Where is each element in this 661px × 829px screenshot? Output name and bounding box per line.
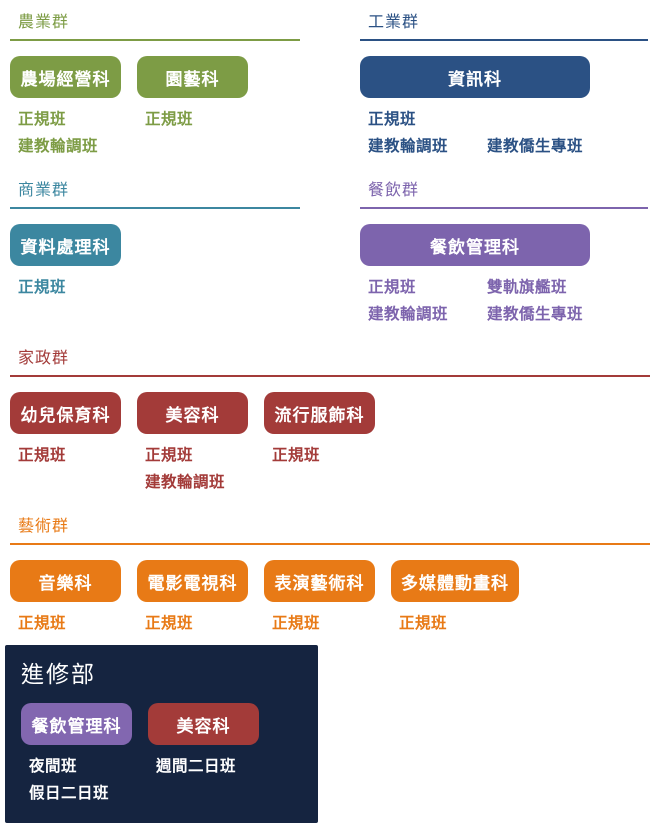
class-link[interactable]: 建教輪調班 (368, 138, 449, 155)
group-title: 商業群 (10, 176, 300, 209)
class-link[interactable]: 夜間班 (29, 758, 78, 775)
class-link[interactable]: 正規班 (272, 615, 321, 632)
top-groups-grid: 農業群 農場經營科 正規班 建教輪調班 園藝科 正規班 (10, 8, 651, 328)
department-button[interactable]: 電影電視科 (137, 560, 248, 602)
department: 餐飲管理科 正規班 雙軌旗艦班 建教輪調班 建教僑生專班 (360, 224, 590, 328)
class-list: 正規班 (137, 106, 248, 133)
department-button[interactable]: 美容科 (148, 703, 259, 745)
group-food-beverage: 餐飲群 餐飲管理科 正規班 雙軌旗艦班 建教輪調班 建教僑生專班 (360, 176, 648, 328)
group-title: 藝術群 (10, 512, 650, 545)
class-link[interactable]: 建教輪調班 (368, 306, 449, 323)
class-link[interactable]: 正規班 (18, 279, 67, 296)
class-link[interactable]: 建教僑生專班 (487, 306, 584, 323)
class-list: 夜間班 假日二日班 (21, 753, 132, 807)
class-list: 正規班 (264, 442, 375, 469)
department-button[interactable]: 表演藝術科 (264, 560, 375, 602)
department-row: 資料處理科 正規班 (10, 224, 300, 301)
department-button[interactable]: 餐飲管理科 (360, 224, 590, 266)
class-link[interactable]: 建教僑生專班 (487, 138, 584, 155)
continuing-education-panel: 進修部 餐飲管理科 夜間班 假日二日班 美容科 週間二日班 (5, 645, 318, 823)
department: 餐飲管理科 夜間班 假日二日班 (21, 703, 132, 807)
group-title: 餐飲群 (360, 176, 648, 209)
class-link[interactable]: 正規班 (399, 615, 448, 632)
class-list: 正規班 (137, 610, 248, 637)
group-commerce: 商業群 資料處理科 正規班 (10, 176, 300, 301)
class-link[interactable]: 正規班 (18, 447, 67, 464)
department: 表演藝術科 正規班 (264, 560, 375, 637)
class-list: 正規班 (10, 274, 121, 301)
class-list: 正規班 (391, 610, 519, 637)
department-button[interactable]: 園藝科 (137, 56, 248, 98)
department-row: 農場經營科 正規班 建教輪調班 園藝科 正規班 (10, 56, 300, 160)
department-row: 幼兒保育科 正規班 美容科 正規班 建教輪調班 流行服飾科 正規班 (10, 392, 650, 496)
class-link[interactable]: 正規班 (18, 615, 67, 632)
class-list: 正規班 建教輪調班 (10, 106, 121, 160)
class-link[interactable]: 正規班 (18, 111, 67, 128)
department: 音樂科 正規班 (10, 560, 121, 637)
class-link[interactable]: 建教輪調班 (145, 474, 226, 491)
class-link[interactable]: 週間二日班 (156, 758, 237, 775)
group-title: 農業群 (10, 8, 300, 41)
department-row: 餐飲管理科 夜間班 假日二日班 美容科 週間二日班 (21, 703, 302, 807)
department-button[interactable]: 資訊科 (360, 56, 590, 98)
department-button[interactable]: 流行服飾科 (264, 392, 375, 434)
group-arts: 藝術群 音樂科 正規班 電影電視科 正規班 表演藝術科 正規班 (10, 512, 650, 637)
department: 資料處理科 正規班 (10, 224, 121, 301)
class-link[interactable]: 正規班 (145, 447, 194, 464)
department-button[interactable]: 幼兒保育科 (10, 392, 121, 434)
department: 多媒體動畫科 正規班 (391, 560, 519, 637)
class-list: 正規班 雙軌旗艦班 建教輪調班 建教僑生專班 (360, 274, 590, 328)
department-button[interactable]: 音樂科 (10, 560, 121, 602)
class-link[interactable]: 建教輪調班 (18, 138, 99, 155)
department-button[interactable]: 農場經營科 (10, 56, 121, 98)
class-list: 正規班 (10, 442, 121, 469)
department: 流行服飾科 正規班 (264, 392, 375, 469)
department: 資訊科 正規班 建教輪調班 建教僑生專班 (360, 56, 590, 160)
department-button[interactable]: 資料處理科 (10, 224, 121, 266)
group-agriculture: 農業群 農場經營科 正規班 建教輪調班 園藝科 正規班 (10, 8, 300, 160)
class-link[interactable]: 正規班 (368, 111, 417, 128)
continuing-education-title: 進修部 (21, 661, 96, 687)
department-row: 資訊科 正規班 建教輪調班 建教僑生專班 (360, 56, 648, 160)
department-button[interactable]: 多媒體動畫科 (391, 560, 519, 602)
department-button[interactable]: 美容科 (137, 392, 248, 434)
department: 美容科 正規班 建教輪調班 (137, 392, 248, 496)
class-link[interactable]: 正規班 (368, 279, 417, 296)
class-link[interactable]: 正規班 (145, 111, 194, 128)
class-list: 正規班 建教輪調班 建教僑生專班 (360, 106, 590, 160)
department-button[interactable]: 餐飲管理科 (21, 703, 132, 745)
class-list: 正規班 (10, 610, 121, 637)
department: 幼兒保育科 正規班 (10, 392, 121, 469)
class-link[interactable]: 假日二日班 (29, 785, 110, 802)
class-list: 正規班 建教輪調班 (137, 442, 248, 496)
group-title: 工業群 (360, 8, 648, 41)
group-title: 家政群 (10, 344, 650, 377)
class-link[interactable]: 雙軌旗艦班 (487, 279, 568, 296)
department-row: 音樂科 正規班 電影電視科 正規班 表演藝術科 正規班 多媒體動畫科 (10, 560, 650, 637)
department: 美容科 週間二日班 (148, 703, 259, 780)
department: 農場經營科 正規班 建教輪調班 (10, 56, 121, 160)
group-home-economics: 家政群 幼兒保育科 正規班 美容科 正規班 建教輪調班 流行服飾科 正規班 (10, 344, 650, 496)
class-list: 正規班 (264, 610, 375, 637)
department-row: 餐飲管理科 正規班 雙軌旗艦班 建教輪調班 建教僑生專班 (360, 224, 648, 328)
class-link[interactable]: 正規班 (272, 447, 321, 464)
department: 電影電視科 正規班 (137, 560, 248, 637)
class-link[interactable]: 正規班 (145, 615, 194, 632)
department: 園藝科 正規班 (137, 56, 248, 133)
group-industry: 工業群 資訊科 正規班 建教輪調班 建教僑生專班 (360, 8, 648, 160)
class-list: 週間二日班 (148, 753, 259, 780)
